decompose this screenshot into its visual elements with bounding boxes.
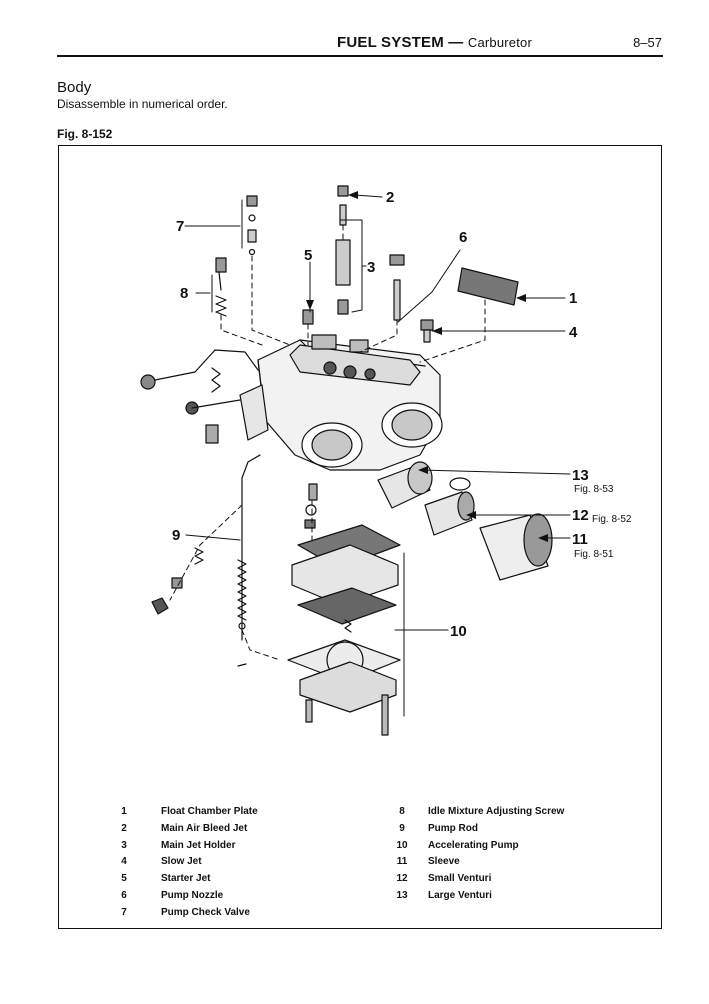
callout-6: 6 [459, 229, 467, 246]
header-dash: — [448, 34, 464, 51]
callout-8: 8 [180, 285, 188, 302]
callout-11: 11 [572, 531, 588, 548]
section-instruction: Disassemble in numerical order. [57, 97, 228, 111]
section-title: Body [57, 79, 92, 96]
callout-7: 7 [176, 218, 184, 235]
pump-nozzle [389, 254, 405, 321]
float-chamber-plate [457, 267, 519, 306]
pump-rod [151, 454, 318, 667]
pump-check-valve [246, 195, 258, 256]
header-title: FUEL SYSTEM — Carburetor [337, 34, 532, 51]
arrowheads [306, 191, 548, 542]
main-jet-holder [335, 239, 351, 315]
callout-10: 10 [450, 623, 467, 640]
figref-12: Fig. 8-52 [592, 514, 632, 525]
header-section: FUEL SYSTEM [336, 34, 444, 51]
sleeve [479, 513, 553, 581]
small-venturi [424, 477, 475, 536]
accelerating-pump [287, 524, 401, 736]
figure-frame [58, 145, 662, 929]
starter-jet [302, 309, 314, 325]
callout-9: 9 [172, 527, 180, 544]
slow-jet [420, 319, 434, 343]
callout-5: 5 [304, 247, 312, 264]
carburetor-body [239, 334, 443, 471]
figref-11: Fig. 8-51 [574, 549, 614, 560]
idle-mixture-screw [215, 257, 227, 317]
main-air-bleed-jet [337, 185, 349, 226]
callout-13: 13 [572, 467, 589, 484]
header-rule [57, 55, 663, 57]
callout-1: 1 [569, 290, 577, 307]
page-header: FUEL SYSTEM — Carburetor 8–57 [57, 32, 662, 54]
figref-13: Fig. 8-53 [574, 484, 614, 495]
callout-2: 2 [386, 189, 394, 206]
page-number: 8–57 [633, 35, 662, 50]
callout-12: 12 [572, 507, 589, 524]
throttle-linkage [140, 349, 259, 444]
assembly-guide-lines [169, 224, 486, 661]
callout-4: 4 [569, 324, 578, 341]
header-subtitle: Carburetor [467, 35, 532, 50]
figure-label: Fig. 8-152 [57, 127, 113, 141]
callout-3: 3 [367, 259, 375, 276]
